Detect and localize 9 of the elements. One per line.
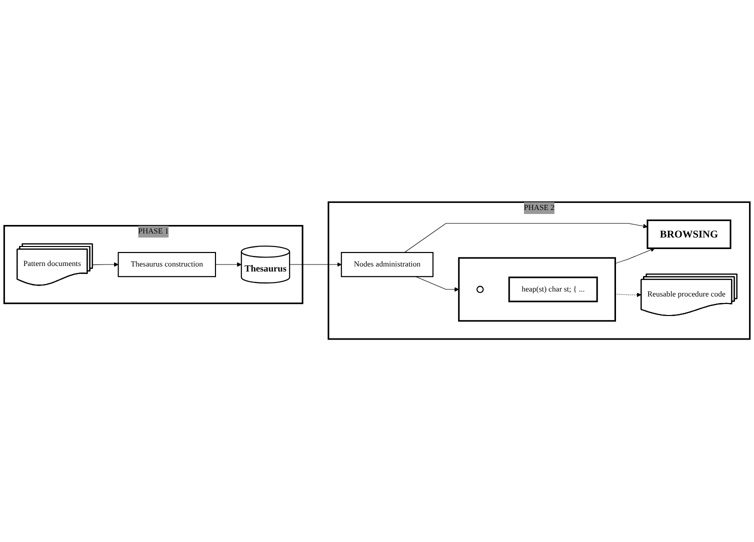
arrow [289, 262, 342, 268]
arrow [215, 262, 242, 268]
cluster [458, 258, 616, 322]
arrow [404, 224, 648, 254]
arrow [92, 262, 118, 268]
arrow [614, 292, 642, 298]
node-box: BROWSING [646, 220, 732, 250]
node-circle [476, 286, 484, 294]
arrow [614, 248, 655, 264]
